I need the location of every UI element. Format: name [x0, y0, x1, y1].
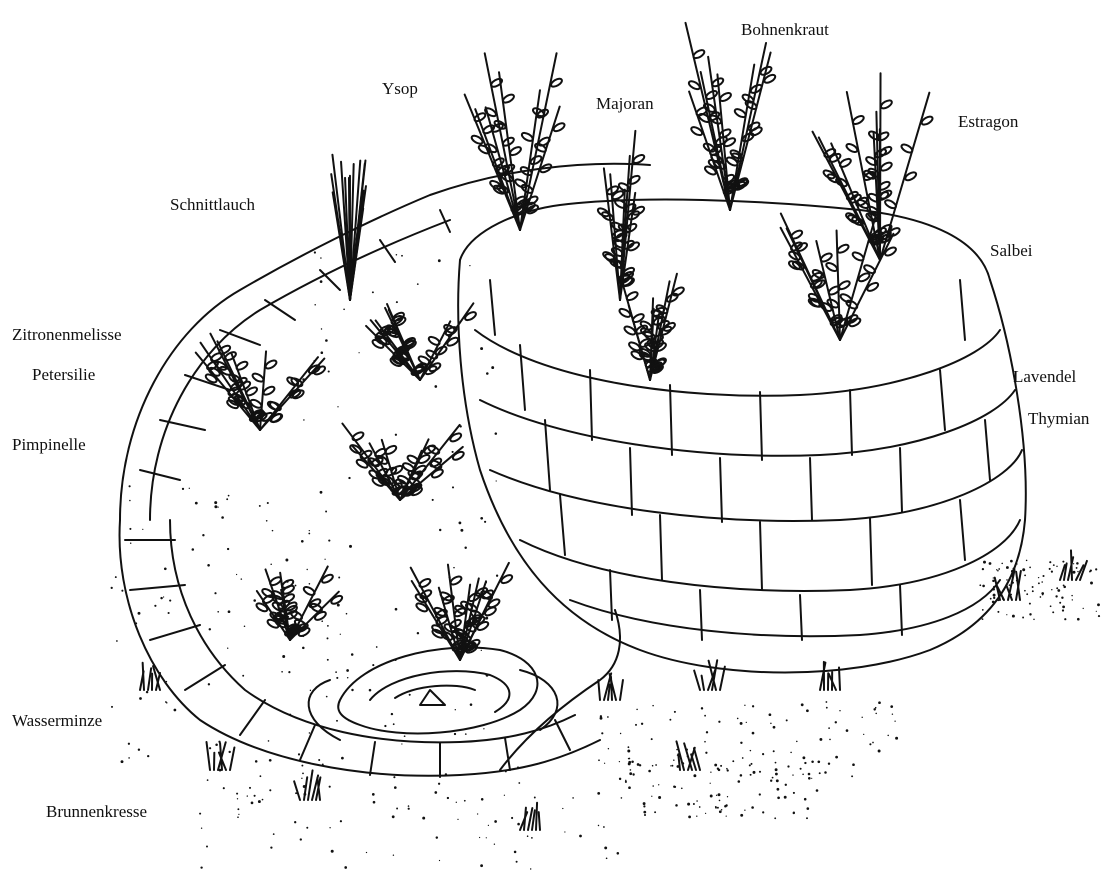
inner-stone-wall	[458, 200, 1026, 673]
label-zitronenmelisse: Zitronenmelisse	[12, 326, 122, 343]
label-lavendel: Lavendel	[1013, 368, 1076, 385]
label-thymian: Thymian	[1028, 410, 1089, 427]
label-bohnenkraut: Bohnenkraut	[741, 21, 829, 38]
label-pimpinelle: Pimpinelle	[12, 436, 86, 453]
label-salbei: Salbei	[990, 242, 1033, 259]
label-petersilie: Petersilie	[32, 366, 95, 383]
label-estragon: Estragon	[958, 113, 1018, 130]
label-brunnenkresse: Brunnenkresse	[46, 803, 147, 820]
pond	[309, 647, 558, 740]
plants	[196, 23, 934, 660]
label-ysop: Ysop	[382, 80, 418, 97]
label-majoran: Majoran	[596, 95, 654, 112]
label-wasserminze: Wasserminze	[12, 712, 102, 729]
label-schnittlauch: Schnittlauch	[170, 196, 255, 213]
